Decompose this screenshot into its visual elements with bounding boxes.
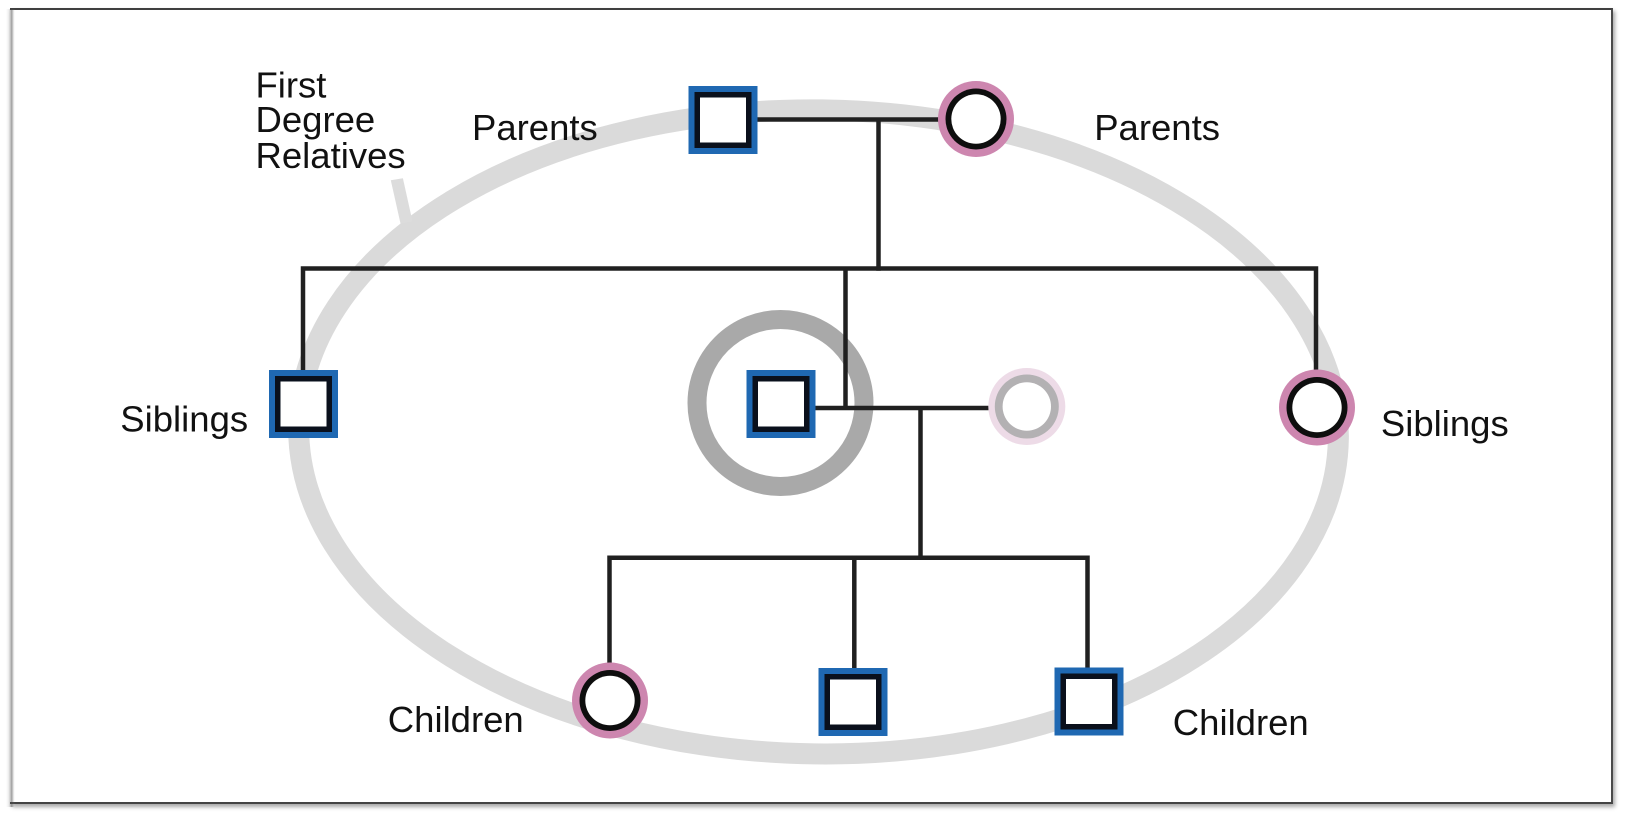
svg-text:Relatives: Relatives	[256, 135, 406, 176]
svg-text:First: First	[256, 64, 327, 105]
svg-text:Degree: Degree	[256, 99, 376, 140]
svg-text:Parents: Parents	[472, 107, 598, 148]
svg-text:Siblings: Siblings	[120, 399, 248, 440]
svg-text:Siblings: Siblings	[1381, 403, 1509, 444]
svg-text:Children: Children	[388, 699, 524, 740]
svg-text:Children: Children	[1173, 702, 1309, 743]
svg-text:Parents: Parents	[1094, 107, 1220, 148]
